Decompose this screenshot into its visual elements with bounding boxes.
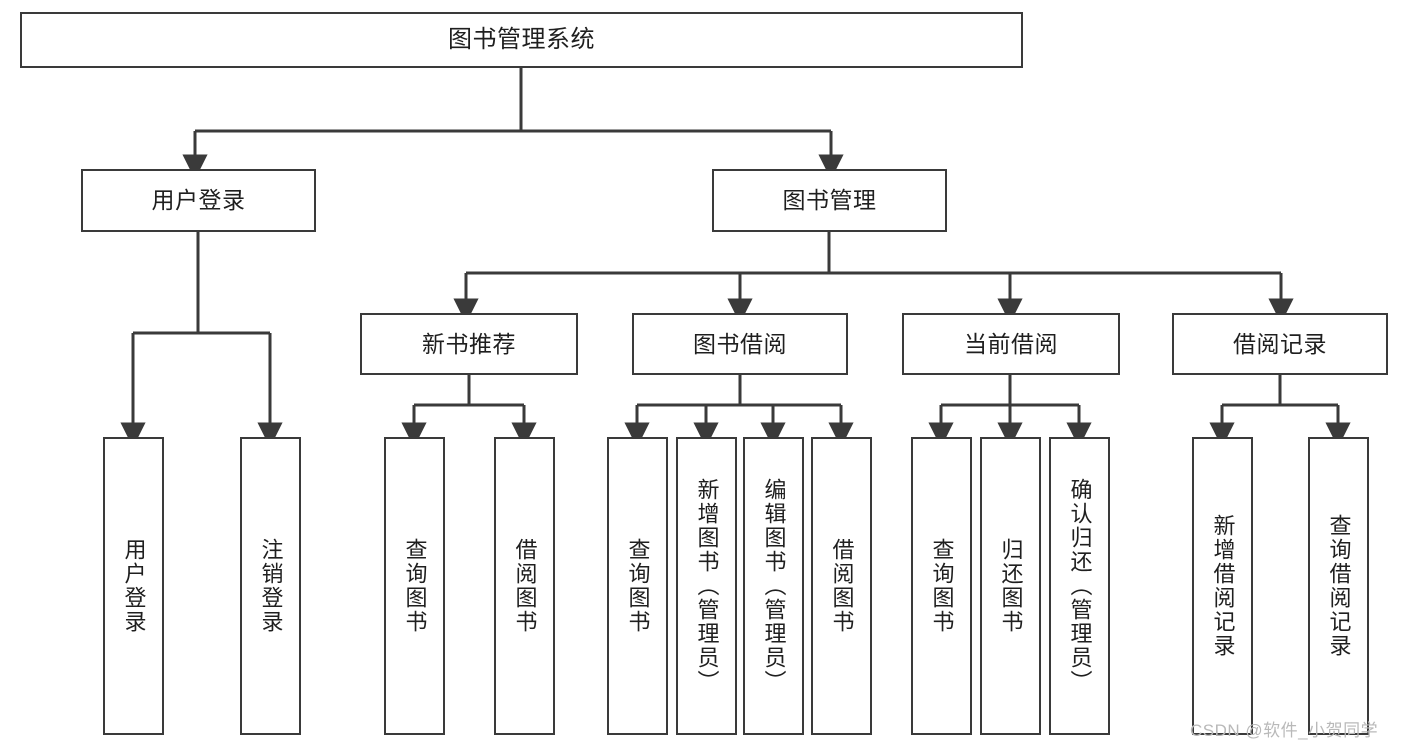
node-leaf-current-borrow-0[interactable]: 查询图书 [911, 437, 972, 735]
node-new-book-recommend[interactable]: 新书推荐 [360, 313, 578, 375]
node-book-borrow[interactable]: 图书借阅 [632, 313, 848, 375]
node-leaf-borrow-record-1[interactable]: 查询借阅记录 [1308, 437, 1369, 735]
node-label: 编辑图书（管理员） [761, 478, 787, 694]
node-label: 当前借阅 [964, 330, 1058, 357]
node-leaf-book-borrow-3[interactable]: 借阅图书 [811, 437, 872, 735]
node-label: 借阅图书 [512, 538, 538, 634]
node-leaf-new-book-recommend-0[interactable]: 查询图书 [384, 437, 445, 735]
node-leaf-new-book-recommend-1[interactable]: 借阅图书 [494, 437, 555, 735]
node-leaf-book-borrow-0[interactable]: 查询图书 [607, 437, 668, 735]
node-leaf-current-borrow-1[interactable]: 归还图书 [980, 437, 1041, 735]
node-root-system[interactable]: 图书管理系统 [20, 12, 1023, 68]
node-label: 图书管理系统 [448, 26, 595, 54]
node-label: 归还图书 [998, 538, 1024, 634]
csdn-watermark: CSDN @软件_小贺同学 [1190, 721, 1379, 740]
node-label: 新增图书（管理员） [694, 478, 720, 694]
node-label: 借阅图书 [829, 538, 855, 634]
node-label: 查询图书 [929, 538, 955, 634]
node-label: 新增借阅记录 [1210, 514, 1236, 658]
node-label: 查询借阅记录 [1326, 514, 1352, 658]
node-label: 新书推荐 [422, 330, 516, 357]
node-label: 图书管理 [782, 187, 877, 214]
node-leaf-user-login-1[interactable]: 注销登录 [240, 437, 301, 735]
node-leaf-book-borrow-1[interactable]: 新增图书（管理员） [676, 437, 737, 735]
node-label: 用户登录 [121, 538, 147, 634]
node-label: 借阅记录 [1233, 330, 1327, 357]
node-label: 图书借阅 [693, 330, 787, 357]
node-label: 查询图书 [402, 538, 428, 634]
node-borrow-record[interactable]: 借阅记录 [1172, 313, 1388, 375]
node-leaf-current-borrow-2[interactable]: 确认归还（管理员） [1049, 437, 1110, 735]
node-leaf-book-borrow-2[interactable]: 编辑图书（管理员） [743, 437, 804, 735]
node-label: 查询图书 [625, 538, 651, 634]
node-current-borrow[interactable]: 当前借阅 [902, 313, 1120, 375]
node-user-login[interactable]: 用户登录 [81, 169, 316, 232]
node-label: 确认归还（管理员） [1067, 478, 1093, 694]
node-leaf-user-login-0[interactable]: 用户登录 [103, 437, 164, 735]
node-label: 注销登录 [258, 538, 284, 634]
node-leaf-borrow-record-0[interactable]: 新增借阅记录 [1192, 437, 1253, 735]
node-label: 用户登录 [151, 187, 246, 214]
node-book-manage[interactable]: 图书管理 [712, 169, 947, 232]
